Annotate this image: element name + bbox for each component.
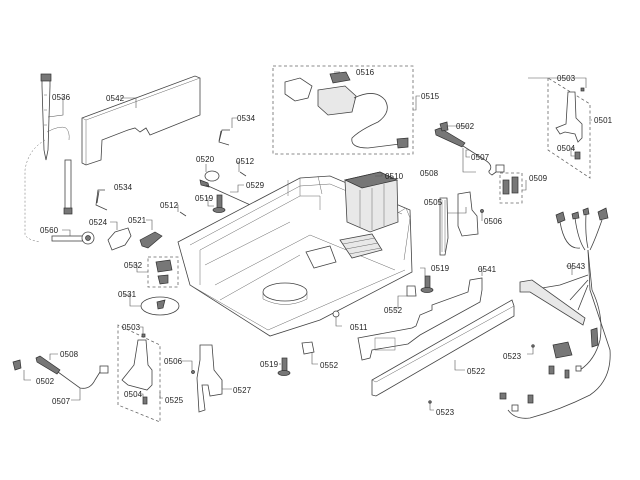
label-0506-upper[interactable]: 0506 — [484, 217, 503, 226]
part-0508-hinge-spring-upper — [434, 121, 505, 176]
part-0534-clip-upper — [218, 129, 230, 146]
label-0508-upper[interactable]: 0508 — [420, 169, 439, 178]
label-0502-lower[interactable]: 0502 — [36, 377, 55, 386]
part-0519-screw-b — [420, 275, 434, 293]
label-0532[interactable]: 0532 — [124, 261, 143, 270]
label-0504-upper[interactable]: 0504 — [557, 144, 576, 153]
label-0552-upper[interactable]: 0552 — [384, 306, 403, 315]
label-0534-left[interactable]: 0534 — [114, 183, 133, 192]
label-0508-lower[interactable]: 0508 — [60, 350, 79, 359]
part-0505-bracket — [439, 197, 449, 256]
part-0508-hinge-spring-lower — [12, 355, 109, 389]
label-0520[interactable]: 0520 — [196, 155, 215, 164]
label-0519-a[interactable]: 0519 — [195, 194, 214, 203]
label-0509[interactable]: 0509 — [529, 174, 548, 183]
label-0503-lower[interactable]: 0503 — [122, 323, 141, 332]
label-0531[interactable]: 0531 — [118, 290, 137, 299]
label-0506-lower[interactable]: 0506 — [164, 357, 183, 366]
part-0524-bracket — [107, 227, 132, 251]
label-0512-left[interactable]: 0512 — [160, 201, 179, 210]
label-0519-b[interactable]: 0519 — [431, 264, 450, 273]
label-0541[interactable]: 0541 — [478, 265, 497, 274]
label-0522[interactable]: 0522 — [467, 367, 486, 376]
part-0506-plate-upper — [457, 191, 484, 237]
part-0541-kickplate-insulation — [357, 277, 483, 361]
label-0510[interactable]: 0510 — [385, 172, 404, 181]
group-0525-hinge-lower — [117, 324, 161, 423]
group-0501-hinge — [547, 77, 591, 179]
label-0525[interactable]: 0525 — [165, 396, 184, 405]
label-0536[interactable]: 0536 — [52, 93, 71, 102]
part-0510-control-module — [343, 171, 399, 233]
part-0542-panel — [81, 75, 201, 166]
label-0501[interactable]: 0501 — [594, 116, 613, 125]
label-0502-upper[interactable]: 0502 — [456, 122, 475, 131]
part-0531-disc — [140, 296, 180, 316]
part-0522-kickplate — [371, 299, 535, 404]
part-0512-screw-b — [179, 211, 187, 217]
label-0521[interactable]: 0521 — [128, 216, 147, 225]
group-0532 — [147, 256, 179, 288]
label-0516[interactable]: 0516 — [356, 68, 375, 77]
label-0524[interactable]: 0524 — [89, 218, 108, 227]
label-0505[interactable]: 0505 — [424, 198, 443, 207]
part-0521-valve — [139, 231, 163, 249]
part-0512-screw-a — [239, 171, 247, 177]
group-0509 — [499, 172, 523, 204]
label-0523-upper[interactable]: 0523 — [503, 352, 522, 361]
label-0543[interactable]: 0543 — [567, 262, 586, 271]
label-0507-lower[interactable]: 0507 — [52, 397, 71, 406]
label-0503-upper[interactable]: 0503 — [557, 74, 576, 83]
label-0507-upper[interactable]: 0507 — [471, 153, 490, 162]
label-0527[interactable]: 0527 — [233, 386, 252, 395]
part-0534-clip-left — [95, 189, 108, 211]
group-0515-power-cord — [272, 65, 414, 155]
label-0529[interactable]: 0529 — [246, 181, 265, 190]
part-0519-screw-c — [277, 357, 291, 376]
leader-lines — [23, 71, 592, 411]
label-0512-upper[interactable]: 0512 — [236, 157, 255, 166]
part-0527-bracket — [191, 344, 223, 413]
part-0552-clip-upper — [406, 285, 417, 297]
label-0504-lower[interactable]: 0504 — [124, 390, 143, 399]
part-0552-clip-lower — [301, 341, 315, 355]
label-0519-c[interactable]: 0519 — [260, 360, 279, 369]
label-0511[interactable]: 0511 — [350, 323, 368, 332]
label-0534-upper[interactable]: 0534 — [237, 114, 256, 123]
part-0520-nut — [204, 170, 220, 182]
label-0515[interactable]: 0515 — [421, 92, 440, 101]
label-0560[interactable]: 0560 — [40, 226, 59, 235]
part-0560-hose — [51, 231, 95, 245]
part-0519-screw-a — [212, 194, 226, 213]
label-0552-lower[interactable]: 0552 — [320, 361, 339, 370]
label-0542[interactable]: 0542 — [106, 94, 125, 103]
part-0543-wiring-harness — [499, 207, 611, 419]
part-0536-rod — [24, 73, 73, 243]
label-0523-lower[interactable]: 0523 — [436, 408, 455, 417]
